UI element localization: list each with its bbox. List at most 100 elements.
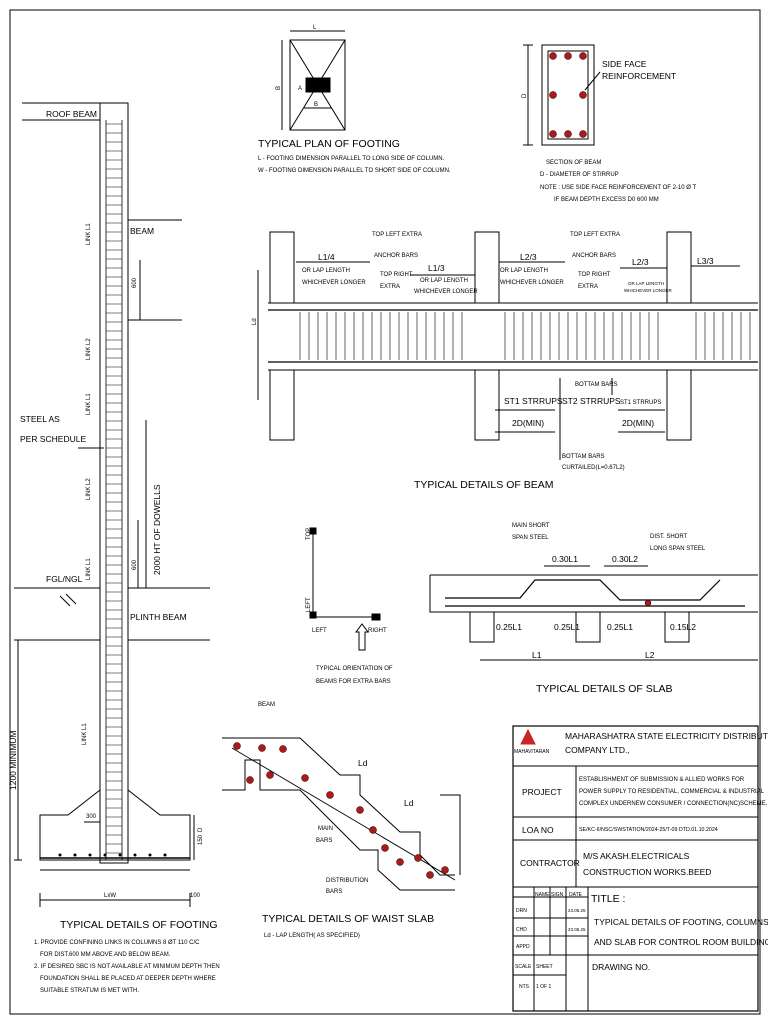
reinforcement-label: REINFORCEMENT bbox=[602, 71, 676, 81]
footing-note: FOR DIST.600 MM ABOVE AND BELOW BEAM. bbox=[40, 952, 171, 958]
slab-025l1: 0.25L1 bbox=[607, 622, 633, 632]
waist-dist: BARS bbox=[326, 889, 342, 895]
drawing-title: AND SLAB FOR CONTROL ROOM BUILDING bbox=[594, 937, 768, 947]
slab-025l1: 0.25L1 bbox=[554, 622, 580, 632]
min2d-a: 2D(MIN) bbox=[512, 418, 544, 428]
dim-d: D bbox=[198, 827, 204, 832]
beam-ld: Ld bbox=[252, 318, 258, 325]
waist-slab-detail bbox=[222, 737, 461, 891]
beam-lap: OR LAP LENGTH bbox=[628, 281, 664, 286]
min2d-b: 2D(MIN) bbox=[622, 418, 654, 428]
scale-label: SCALE bbox=[515, 964, 532, 970]
contractor-name: M/S AKASH.ELECTRICALS bbox=[583, 851, 690, 861]
contractor-label: CONTRACTOR bbox=[520, 858, 580, 868]
orient-left2: LEFT bbox=[312, 628, 327, 634]
plan-b-inner: B bbox=[314, 102, 318, 108]
slab-detail bbox=[429, 565, 758, 661]
date-value: 23.05.25 bbox=[568, 927, 586, 932]
dim-300: 300 bbox=[86, 814, 97, 820]
fgl-label: FGL/NGL bbox=[46, 574, 83, 584]
beam-lap: OR LAP LENGTH bbox=[420, 278, 468, 284]
project-label: PROJECT bbox=[522, 787, 562, 797]
beam-l23: L2/3 bbox=[520, 252, 537, 262]
footing-note: FOUNDATION SHALL BE PLACED AT DEEPER DEP… bbox=[40, 976, 216, 982]
link-label: LINK L2 bbox=[86, 478, 92, 500]
curtail-label: BOTTAM BARS bbox=[562, 454, 605, 460]
beam-top-left: TOP LEFT EXTRA bbox=[372, 232, 422, 238]
title-label: TITLE : bbox=[591, 893, 625, 905]
plan-a: A bbox=[298, 86, 302, 92]
beam-extra: EXTRA bbox=[380, 284, 400, 290]
dim-150: 150 bbox=[198, 834, 204, 845]
beam-anchor: ANCHOR BARS bbox=[572, 253, 616, 259]
beam-extra: EXTRA bbox=[578, 284, 598, 290]
orientation-diagram bbox=[309, 527, 381, 651]
drawing-title: TYPICAL DETAILS OF FOOTING, COLUMNS, bbox=[594, 917, 768, 927]
section-note: D - DIAMETER OF STIRRUP bbox=[540, 172, 619, 178]
beam-anchor: ANCHOR BARS bbox=[374, 253, 418, 259]
beam-lap: WHICHEVER LONGER bbox=[624, 288, 673, 293]
orient-caption: BEAMS FOR EXTRA BARS bbox=[316, 679, 391, 685]
dim-600: 600 bbox=[132, 559, 138, 570]
st2-label: ST2 STRRUPS bbox=[562, 396, 621, 406]
slab-dist: LONG SPAN STEEL bbox=[650, 546, 706, 552]
orient-right: RIGHT bbox=[368, 628, 387, 634]
footing-note: 1. PROVIDE CONFINING LINKS IN COLUMNS 8 … bbox=[34, 940, 200, 946]
section-title: SECTION OF BEAM bbox=[546, 160, 601, 166]
slab-030l1: 0.30L1 bbox=[552, 554, 578, 564]
company-name: MAHARASHATRA STATE ELECTRICITY DISTRIBUT… bbox=[565, 731, 768, 741]
slab-025l1: 0.25L1 bbox=[496, 622, 522, 632]
date-value: 23.05.25 bbox=[568, 908, 586, 913]
beam-top-right: TOP RIGHT bbox=[380, 272, 413, 278]
slab-l1: L1 bbox=[532, 650, 542, 660]
project-text: ESTABLISHMENT OF SUBMISSION & ALLIED WOR… bbox=[579, 777, 745, 783]
plinth-beam-label: PLINTH BEAM bbox=[130, 612, 187, 622]
link-label: LINK L1 bbox=[86, 558, 92, 580]
project-text: POWER SUPPLY TO RESIDENTIAL, COMMERCIAL … bbox=[579, 789, 765, 795]
loa-label: LOA NO bbox=[522, 825, 554, 835]
slab-015l2: 0.15L2 bbox=[670, 622, 696, 632]
dim-100: 100 bbox=[190, 893, 201, 899]
beam-top-right: TOP RIGHT bbox=[578, 272, 611, 278]
bottam-label: BOTTAM BARS bbox=[575, 382, 618, 388]
slab-main: MAIN SHORT bbox=[512, 523, 550, 529]
beam-title: TYPICAL DETAILS OF BEAM bbox=[414, 479, 553, 491]
col-name: NAME bbox=[535, 892, 550, 898]
row-chd: CHD bbox=[516, 927, 527, 933]
section-note: IF BEAM DEPTH EXCESS D0 600 MM bbox=[554, 197, 659, 203]
beam-lap: WHICHEVER LONGER bbox=[414, 289, 478, 295]
col-date: DATE bbox=[569, 892, 583, 898]
plan-note: W - FOOTING DIMENSION PARALLEL TO SHORT … bbox=[258, 168, 451, 174]
footing-plan bbox=[281, 30, 346, 131]
beam-label: BEAM bbox=[130, 226, 154, 236]
dowels-label: 2000 HT OF DOWELLS bbox=[152, 484, 162, 575]
company-name: COMPANY LTD., bbox=[565, 745, 630, 755]
waist-dist: DISTRIBUTION bbox=[326, 878, 368, 884]
st1b-label: ST1 STRRUPS bbox=[620, 400, 661, 406]
dim-600: 600 bbox=[132, 277, 138, 288]
slab-l2: L2 bbox=[645, 650, 655, 660]
logo-text: MAHAVITARAN bbox=[514, 749, 550, 755]
footing-note: 2. IF DESIRED SBC IS NOT AVAILABLE AT MI… bbox=[34, 964, 220, 970]
link-label: LINK L1 bbox=[86, 223, 92, 245]
footing-note: SUITABLE STRATUM IS MET WITH. bbox=[40, 988, 139, 994]
waist-ld: Ld bbox=[358, 758, 368, 768]
waist-note: Ld - LAP LENGTH( AS SPECIFIED) bbox=[264, 933, 360, 939]
beam-lap: WHICHEVER LONGER bbox=[302, 280, 366, 286]
beam-top-left: TOP LEFT EXTRA bbox=[570, 232, 620, 238]
orient-caption: TYPICAL ORIENTATION OF bbox=[316, 666, 393, 672]
st1-label: ST1 STRRUPS bbox=[504, 396, 563, 406]
beam-l23b: L2/3 bbox=[632, 257, 649, 267]
curtail-label: CURTAILED(L=0.67L2) bbox=[562, 465, 625, 471]
sheet-border bbox=[9, 9, 761, 1015]
contractor-name: CONSTRUCTION WORKS.BEED bbox=[583, 867, 711, 877]
drawing-no-label: DRAWING NO. bbox=[592, 962, 650, 972]
logo-icon bbox=[520, 728, 536, 745]
side-face-label: SIDE FACE bbox=[602, 59, 647, 69]
beam-l33: L3/3 bbox=[697, 256, 714, 266]
waist-ld: Ld bbox=[404, 798, 414, 808]
link-label: LINK L2 bbox=[86, 338, 92, 360]
steel-label-1: STEEL AS bbox=[20, 414, 60, 424]
plan-b: B bbox=[276, 86, 282, 90]
beam-l13: L1/3 bbox=[428, 263, 445, 273]
